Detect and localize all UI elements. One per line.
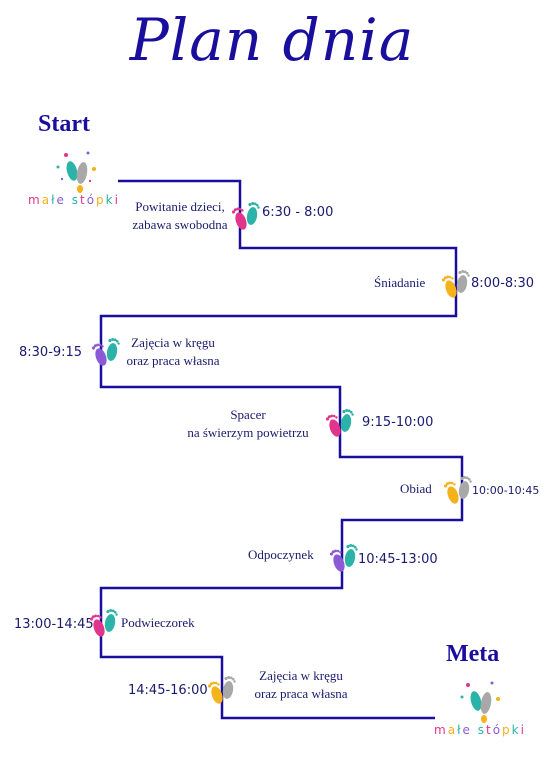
logo-letter: k — [105, 193, 115, 207]
footprints-icon — [208, 675, 236, 704]
start-logo: małe stópki — [28, 145, 124, 215]
time-5: 10:00-10:45 — [472, 484, 540, 497]
logo-letter: ó — [492, 723, 503, 737]
logo-letter: i — [114, 193, 120, 207]
logo-letter: t — [485, 723, 493, 737]
footprints-logo-icon — [460, 681, 500, 723]
activity-5: Obiad — [400, 480, 432, 498]
logo-wordmark: małe stópki — [434, 723, 526, 737]
activity-1-line1: Powitanie dzieci, — [135, 199, 225, 214]
time-4: 9:15-10:00 — [362, 415, 434, 430]
logo-letter: p — [96, 193, 106, 207]
logo-letter: s — [71, 193, 80, 207]
time-7: 13:00-14:45 — [14, 617, 94, 632]
time-3: 8:30-9:15 — [19, 345, 83, 360]
activity-2: Śniadanie — [374, 274, 425, 292]
activity-6: Odpoczynek — [248, 546, 314, 564]
logo-letter: k — [511, 723, 521, 737]
activity-7-line1: Podwieczorek — [121, 615, 195, 630]
activity-1-line2: zabawa swobodna — [132, 217, 228, 232]
logo-letter: e — [56, 193, 66, 207]
footprints-logo-icon — [56, 151, 96, 193]
activity-2-line1: Śniadanie — [374, 275, 426, 290]
start-label: Start — [38, 111, 90, 137]
meta-label: Meta — [446, 641, 500, 667]
activity-5-line1: Obiad — [400, 481, 432, 496]
footprints-icon — [444, 475, 472, 504]
activity-8-line2: oraz praca własna — [254, 686, 348, 701]
logo-wordmark: małe stópki — [28, 193, 120, 207]
logo-letter: a — [41, 193, 52, 207]
logo-letter: ł — [51, 193, 57, 207]
activity-3-line1: Zajęcia w kręgu — [131, 335, 215, 350]
activity-4-line1: Spacer — [230, 407, 266, 422]
activity-8: Zajęcia w kręgu oraz praca własna — [238, 667, 364, 703]
meta-logo: małe stópki — [432, 675, 528, 745]
time-6: 10:45-13:00 — [358, 552, 438, 567]
logo-letter: ł — [457, 723, 463, 737]
activity-8-line1: Zajęcia w kręgu — [259, 668, 343, 683]
page-title: Plan dnia — [129, 6, 415, 74]
logo-letter: m — [28, 193, 42, 207]
activity-1: Powitanie dzieci, zabawa swobodna — [124, 198, 236, 234]
logo-letter: t — [79, 193, 87, 207]
logo-letter: i — [520, 723, 526, 737]
footprints-icon — [330, 543, 358, 572]
footprints-icon — [92, 337, 120, 366]
logo-letter: m — [434, 723, 448, 737]
activity-6-line1: Odpoczynek — [248, 547, 314, 562]
footprints-icon — [442, 269, 470, 298]
staircase-line — [99, 179, 464, 720]
activity-4-line2: na świerzym powietrzu — [187, 425, 309, 440]
activity-4: Spacer na świerzym powietrzu — [176, 406, 320, 442]
logo-letter: ó — [86, 193, 97, 207]
time-2: 8:00-8:30 — [471, 276, 535, 291]
logo-letter: p — [502, 723, 512, 737]
footprints-icon — [90, 608, 118, 637]
activity-3-line2: oraz praca własna — [126, 353, 220, 368]
footprints-icon — [326, 408, 354, 437]
time-8: 14:45-16:00 — [128, 683, 208, 698]
time-1: 6:30 - 8:00 — [262, 205, 334, 220]
activity-7: Podwieczorek — [121, 614, 195, 632]
logo-letter: a — [447, 723, 458, 737]
footprints-icon — [232, 201, 260, 230]
logo-letter: e — [462, 723, 472, 737]
activity-3: Zajęcia w kręgu oraz praca własna — [122, 334, 224, 370]
logo-letter: s — [477, 723, 486, 737]
